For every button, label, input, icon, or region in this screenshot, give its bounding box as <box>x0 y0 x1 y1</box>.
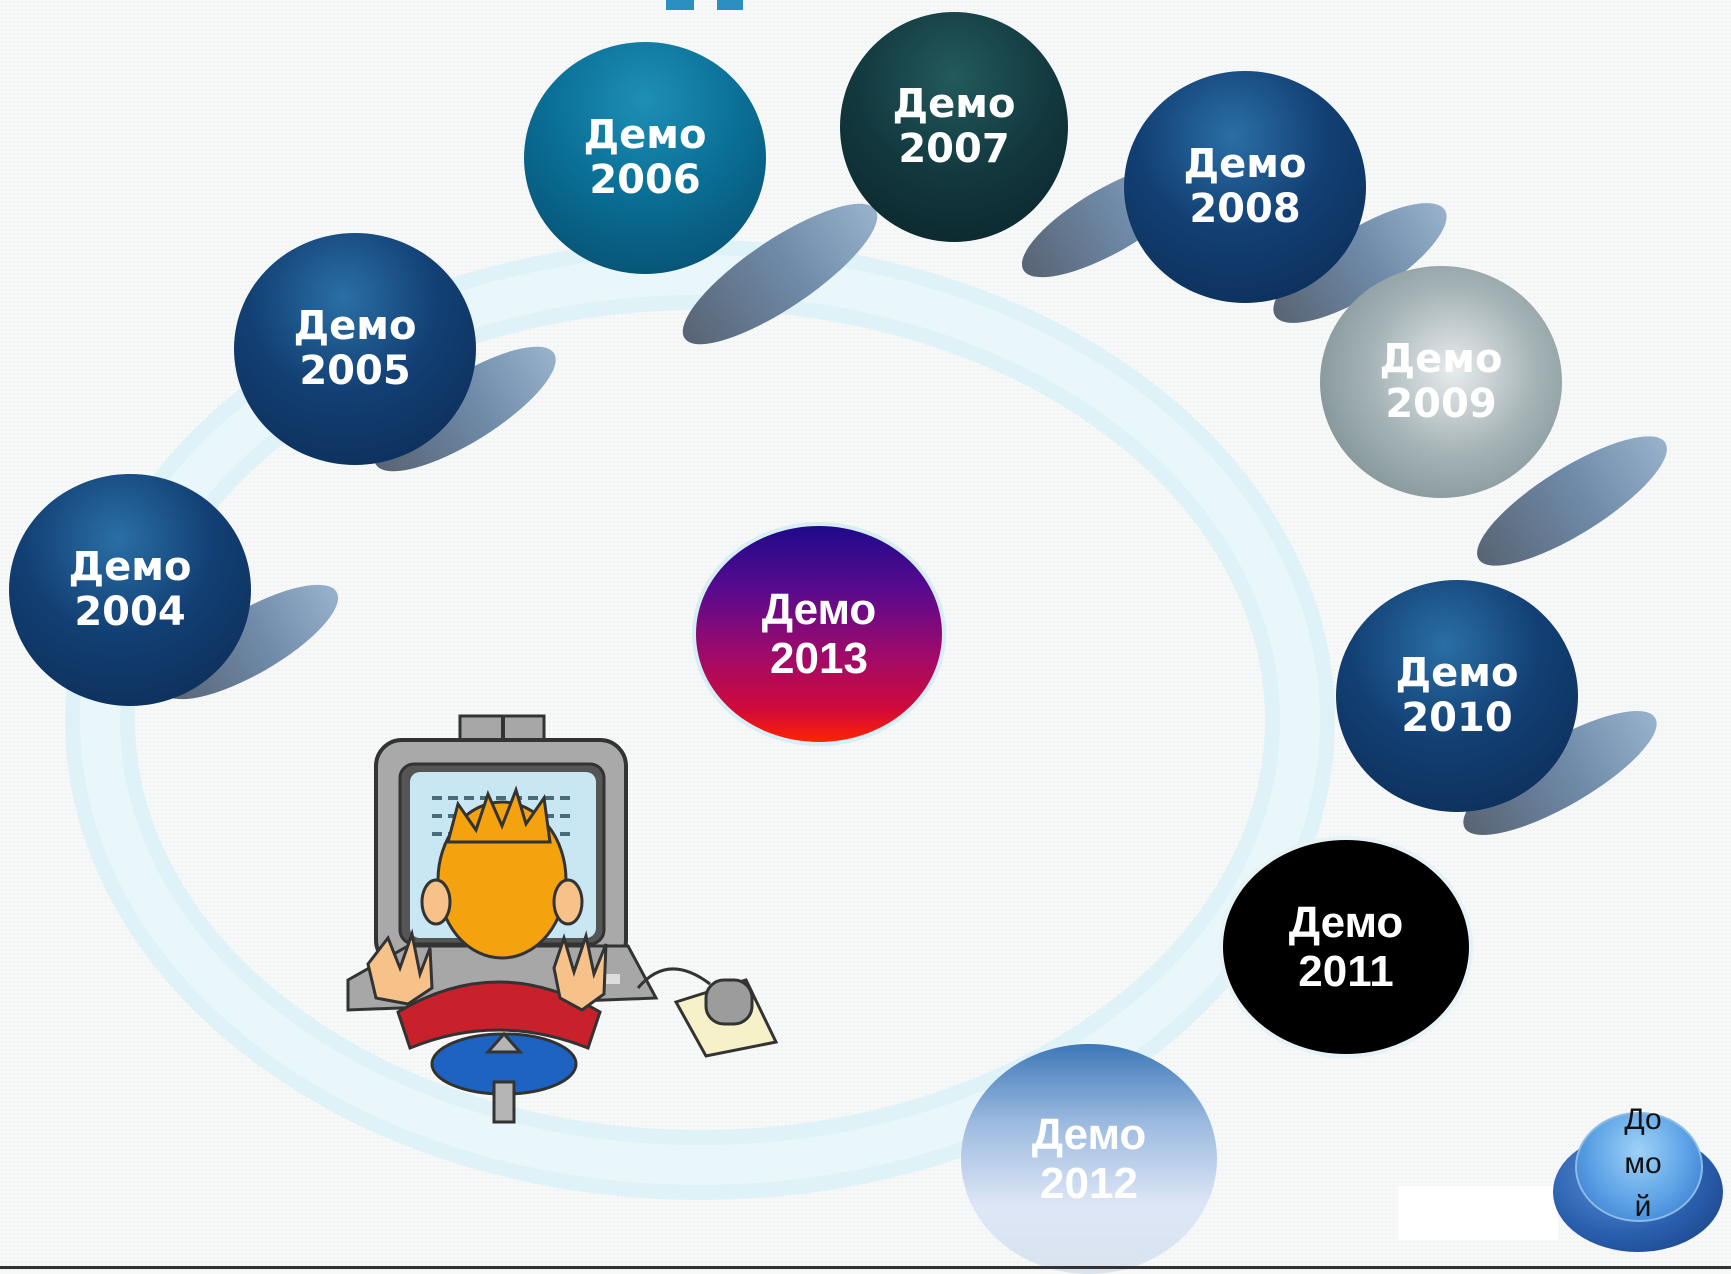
demo-2009-button[interactable]: Демо 2009 <box>1320 266 1562 498</box>
demo-2006-button[interactable]: Демо 2006 <box>524 42 766 274</box>
bottom-divider <box>0 1266 1731 1269</box>
demo-2005-button[interactable]: Демо 2005 <box>234 233 476 465</box>
demo-2008-label: Демо 2008 <box>1183 141 1307 232</box>
demo-2011-label: Демо 2011 <box>1288 897 1404 996</box>
home-button[interactable]: До мо й <box>1553 1103 1723 1252</box>
demo-2011-button[interactable]: Демо 2011 <box>1219 836 1473 1058</box>
demo-2012-label: Демо 2012 <box>1031 1109 1147 1208</box>
person-at-computer-illustration <box>346 714 779 1124</box>
demo-2012-button[interactable]: Демо 2012 <box>961 1044 1217 1274</box>
demo-2007-button[interactable]: Демо 2007 <box>840 12 1068 242</box>
home-button-label: До мо й <box>1624 1103 1662 1223</box>
demo-2008-button[interactable]: Демо 2008 <box>1124 71 1366 303</box>
demo-2013-button[interactable]: Демо 2013 <box>692 522 946 746</box>
demo-2013-label: Демо 2013 <box>761 584 877 683</box>
title-fragment <box>666 0 694 10</box>
demo-2006-label: Демо 2006 <box>583 112 707 203</box>
home-button-top <box>1575 1112 1703 1222</box>
title-fragment <box>717 0 743 10</box>
demo-2004-button[interactable]: Демо 2004 <box>9 474 251 706</box>
demo-2005-label: Демо 2005 <box>293 303 417 394</box>
demo-2004-label: Демо 2004 <box>68 544 192 635</box>
demo-2009-label: Демо 2009 <box>1379 336 1503 427</box>
demo-2010-label: Демо 2010 <box>1395 650 1519 741</box>
demo-2007-label: Демо 2007 <box>892 81 1016 172</box>
white-patch <box>1398 1186 1558 1240</box>
demo-2010-button[interactable]: Демо 2010 <box>1336 580 1578 812</box>
